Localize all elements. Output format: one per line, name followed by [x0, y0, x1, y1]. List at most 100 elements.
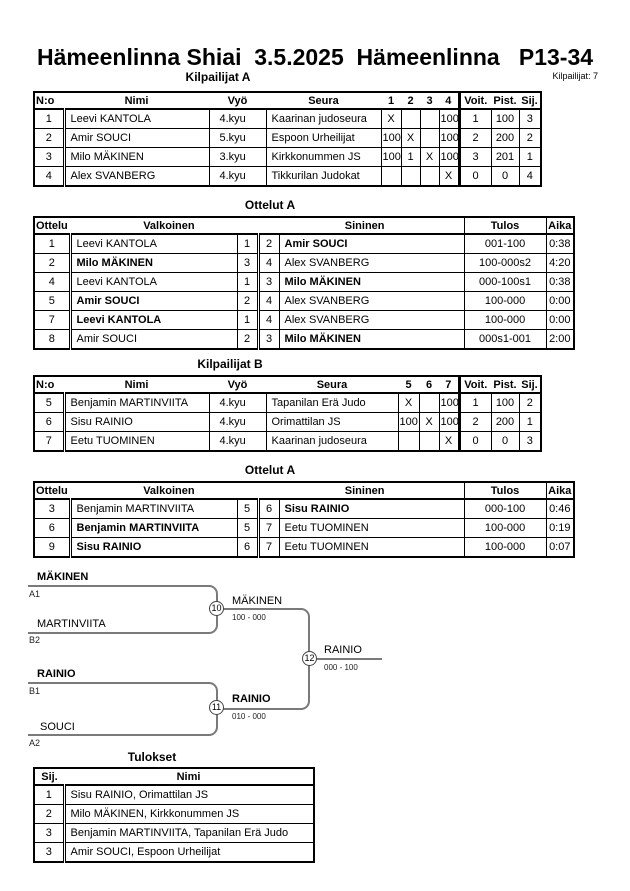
result-cell — [380, 166, 402, 187]
match-result: 100-000 — [463, 518, 547, 538]
result-cell — [400, 108, 421, 129]
points-cell: 200 — [490, 128, 520, 148]
matches-a-heading: Ottelut A — [244, 198, 296, 212]
blue-name: Eetu TUOMINEN — [278, 537, 465, 558]
table-row: 7 Eetu TUOMINEN 4.kyu Kaarinan judoseura… — [33, 431, 542, 452]
match-node-11: 11 — [209, 700, 224, 715]
semifinal-1-connector — [28, 585, 218, 634]
table-row: 4 Leevi KANTOLA 1 3 Milo MÄKINEN 000-100… — [33, 272, 575, 292]
white-no: 3 — [236, 253, 260, 273]
white-no: 1 — [236, 310, 260, 330]
white-name: Milo MÄKINEN — [69, 253, 238, 273]
match-result: 001-100 — [463, 233, 547, 254]
competitor-name: Amir SOUCI — [63, 128, 210, 148]
blue-no: 4 — [257, 291, 280, 311]
match-no: 1 — [33, 233, 72, 254]
table-row: 5 Amir SOUCI 2 4 Alex SVANBERG 100-000 0… — [33, 291, 575, 311]
blue-no: 2 — [257, 233, 280, 254]
table-row: 2 Amir SOUCI 5.kyu Espoon Urheilijat 100… — [33, 128, 542, 148]
col-header-wins: Voit. — [457, 376, 491, 394]
table-row: 5 Benjamin MARTINVIITA 4.kyu Tapanilan E… — [33, 392, 542, 413]
col-header-place: Sij. — [519, 376, 541, 394]
col-header-result: Tulos — [463, 482, 547, 500]
match-time: 4:20 — [545, 253, 575, 273]
match-time: 0:38 — [545, 272, 575, 292]
match-result: 100-000 — [463, 310, 547, 330]
competitor-no: 2 — [33, 128, 66, 148]
result-cell: X — [397, 392, 420, 413]
competitor-club: Orimattilan JS — [265, 412, 399, 432]
competitor-no: 7 — [33, 431, 66, 452]
blue-no: 6 — [257, 498, 280, 519]
competitor-club: Kaarinan judoseura — [265, 431, 399, 452]
table-header-row: N:o Nimi Vyö Seura 1 2 3 4 Voit. Pist. S… — [34, 92, 541, 110]
match-node-10: 10 — [209, 601, 224, 616]
col-header-name: Nimi — [64, 376, 209, 394]
result-name: Milo MÄKINEN, Kirkkonummen JS — [63, 804, 315, 824]
table-row: 3 Benjamin MARTINVIITA 5 6 Sisu RAINIO 0… — [33, 498, 575, 519]
place-cell: 3 — [518, 108, 542, 129]
competitor-belt: 4.kyu — [208, 412, 267, 432]
match-result: 000s1-001 — [463, 329, 547, 350]
match-no: 4 — [33, 272, 72, 292]
white-no: 1 — [236, 233, 260, 254]
result-cell: 100 — [438, 412, 460, 432]
col-header-white: Valkoinen — [143, 484, 195, 497]
wins-cell: 2 — [457, 412, 492, 432]
match-score: 010 - 000 — [232, 712, 266, 721]
place-cell: 4 — [518, 166, 542, 187]
match-no: 5 — [33, 291, 72, 311]
white-name: Amir SOUCI — [69, 329, 238, 350]
col-header-r1: 5 — [398, 376, 419, 394]
result-cell: 100 — [438, 147, 460, 167]
wins-cell: 1 — [457, 392, 492, 413]
blue-name: Milo MÄKINEN — [278, 329, 465, 350]
blue-name: Amir SOUCI — [278, 233, 465, 254]
col-header-belt: Vyö — [209, 376, 266, 394]
col-header-points: Pist. — [491, 376, 519, 394]
table-row: 6 Benjamin MARTINVIITA 5 7 Eetu TUOMINEN… — [33, 518, 575, 538]
result-name: Amir SOUCI, Espoon Urheilijat — [63, 842, 315, 863]
bracket-seed: A1 — [29, 589, 41, 599]
wins-cell: 2 — [457, 128, 492, 148]
white-no: 1 — [236, 272, 260, 292]
competitor-no: 5 — [33, 392, 66, 413]
table-row: 7 Leevi KANTOLA 1 4 Alex SVANBERG 100-00… — [33, 310, 575, 330]
table-row: 1 Leevi KANTOLA 1 2 Amir SOUCI 001-100 0… — [33, 233, 575, 254]
match-no: 9 — [33, 537, 72, 558]
table-row: 3 Milo MÄKINEN 3.kyu Kirkkonummen JS 100… — [33, 147, 542, 167]
match-score: 000 - 100 — [324, 663, 358, 672]
match-no: 8 — [33, 329, 72, 350]
competitor-belt: 4.kyu — [208, 431, 267, 452]
competitor-belt: 4.kyu — [208, 108, 267, 129]
match-time: 0:19 — [545, 518, 575, 538]
white-name: Amir SOUCI — [69, 291, 238, 311]
blue-name: Alex SVANBERG — [278, 310, 465, 330]
points-cell: 0 — [490, 431, 520, 452]
blue-no: 7 — [257, 518, 280, 538]
result-cell: 100 — [380, 147, 402, 167]
result-place: 3 — [33, 842, 66, 863]
points-cell: 200 — [490, 412, 520, 432]
match-node-12: 12 — [302, 651, 317, 666]
competitor-name: Benjamin MARTINVIITA — [63, 392, 210, 413]
bracket-competitor: MARTINVIITA — [37, 618, 106, 630]
col-header-white: Valkoinen — [143, 219, 195, 232]
result-cell: X — [380, 108, 402, 129]
result-name: Sisu RAINIO, Orimattilan JS — [63, 784, 315, 805]
col-header-name: Nimi — [64, 92, 209, 110]
match-result: 100-000 — [463, 291, 547, 311]
col-header-r2: 2 — [401, 92, 420, 110]
col-header-club: Seura — [266, 92, 381, 110]
competitor-club: Espoon Urheilijat — [265, 128, 382, 148]
table-row: 8 Amir SOUCI 2 3 Milo MÄKINEN 000s1-001 … — [33, 329, 575, 350]
points-cell: 100 — [490, 108, 520, 129]
bracket-seed: B1 — [29, 686, 41, 696]
result-place: 3 — [33, 823, 66, 843]
result-cell — [397, 431, 420, 452]
col-header-time: Aika — [545, 217, 575, 235]
white-name: Benjamin MARTINVIITA — [69, 498, 238, 519]
results-heading: Tulokset — [127, 750, 177, 764]
